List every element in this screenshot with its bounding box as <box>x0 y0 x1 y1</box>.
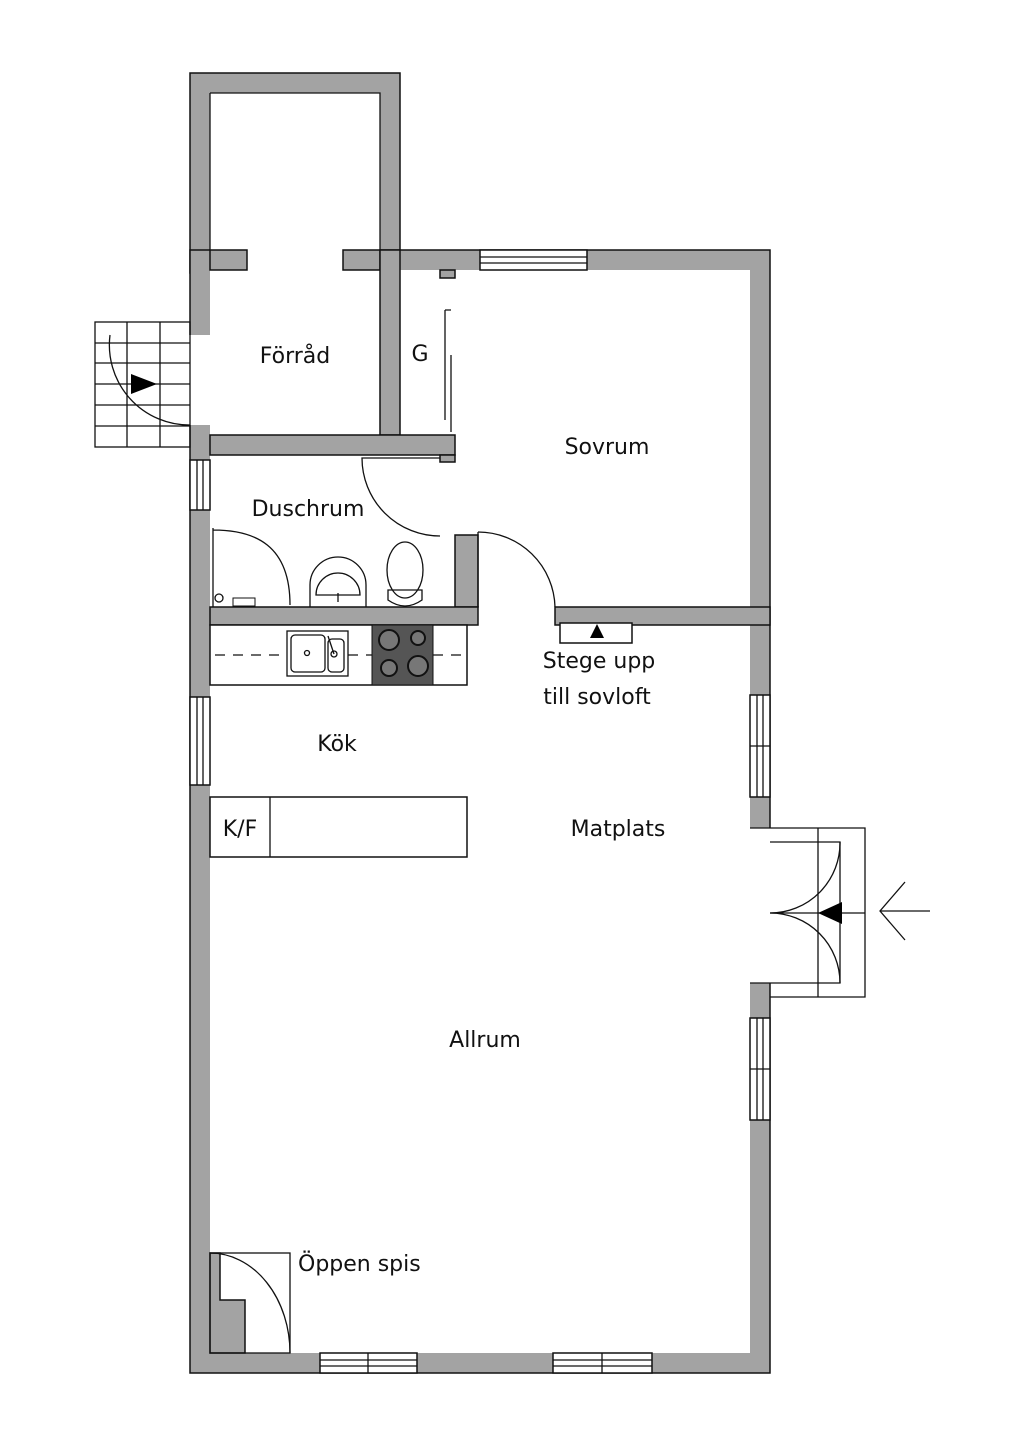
room-label-garderob: G <box>411 342 428 367</box>
wall-sovrum-bottom <box>554 606 771 626</box>
room-label-matplats: Matplats <box>571 817 666 842</box>
wall-dusch-right <box>454 534 479 608</box>
window-left-kok <box>189 696 211 786</box>
wall-stub <box>209 249 248 271</box>
washbasin <box>309 556 367 607</box>
window-bottom-2 <box>552 1352 653 1374</box>
window-top <box>479 249 588 271</box>
wall-stub <box>342 249 381 271</box>
window-right-1 <box>749 694 771 798</box>
entry-arrow-icon <box>879 881 930 941</box>
label-stege-1: Stege upp <box>543 649 656 674</box>
kitchen-counter <box>209 624 468 686</box>
label-kyl-frys: K/F <box>223 817 258 842</box>
toilet <box>386 541 424 607</box>
window-left-dusch <box>189 459 211 511</box>
fridge-counter <box>209 796 468 858</box>
ladder-arrow-icon <box>590 624 604 638</box>
wall-forrad-g <box>379 249 401 436</box>
room-label-forrad: Förråd <box>260 343 330 369</box>
room-label-duschrum: Duschrum <box>252 497 365 522</box>
window-right-2 <box>749 1017 771 1121</box>
window-bottom-1 <box>319 1352 418 1374</box>
stairs-arrow-icon <box>131 374 157 394</box>
wall-dusch-bottom <box>209 606 479 626</box>
entrance-arrow-icon <box>818 902 842 924</box>
wall-stub <box>439 269 456 279</box>
door-sovrum[interactable] <box>477 531 556 608</box>
stove <box>371 624 434 686</box>
room-label-allrum: Allrum <box>449 1028 521 1053</box>
wall-stub <box>439 454 456 463</box>
sink <box>286 630 349 677</box>
sliding-door-garderob[interactable] <box>444 309 452 432</box>
door-duschrum[interactable] <box>361 457 441 537</box>
label-oppen-spis: Öppen spis <box>298 1251 421 1277</box>
ladder <box>559 622 633 644</box>
room-label-kok: Kök <box>317 732 357 757</box>
shower <box>212 528 291 607</box>
entrance-steps <box>769 827 866 998</box>
wall-forrad-dusch <box>209 434 456 456</box>
fireplace <box>209 1252 291 1354</box>
room-label-sovrum: Sovrum <box>565 435 650 460</box>
label-stege-2: till sovloft <box>543 685 651 710</box>
stairs-forrad <box>94 321 191 448</box>
